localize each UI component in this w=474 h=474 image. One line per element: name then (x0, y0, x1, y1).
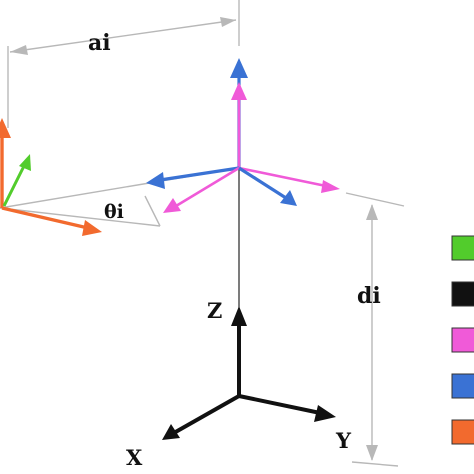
ai-arrowhead-right (220, 17, 236, 27)
top-blue-vertical-arrowhead (230, 58, 248, 78)
legend (451, 235, 474, 445)
legend-swatch-magenta (451, 327, 474, 353)
top-magenta-left-axis (175, 166, 240, 208)
top-magenta-vertical-arrowhead (231, 82, 247, 100)
y-axis-label: Y (335, 428, 352, 453)
di-arrowhead-top (366, 204, 378, 220)
top-magenta-left-arrowhead (163, 198, 181, 213)
z-axis-label: Z (207, 298, 222, 323)
top-frame (146, 58, 340, 213)
top-blue-left-axis (159, 166, 240, 182)
di-label: di (357, 283, 381, 309)
left-green-arrowhead (19, 154, 31, 171)
di-extension-bottom-line (351, 461, 399, 467)
theta-tick-a (144, 195, 161, 227)
top-magenta-right-arrowhead (321, 180, 340, 193)
ai-dimension-line (9, 19, 237, 53)
top-blue-left-arrowhead (146, 172, 165, 189)
base-x-axis (171, 394, 240, 436)
legend-swatch-orange (451, 419, 474, 445)
theta-construction-line (0, 207, 161, 227)
theta-label: θi (104, 201, 124, 223)
di-extension-top (345, 192, 405, 207)
base-y-arrowhead (314, 405, 336, 422)
left-frame (0, 118, 102, 236)
base-z-arrowhead (231, 306, 247, 326)
left-green-axis (2, 165, 26, 207)
ai-label: ai (88, 30, 111, 56)
legend-swatch-blue (451, 373, 474, 399)
construction-lines (0, 0, 405, 467)
base-frame (162, 306, 336, 440)
di-arrowhead-bottom (366, 445, 378, 461)
legend-swatch-green (451, 235, 474, 261)
left-orange-horizontal-axis (1, 206, 89, 230)
left-orange-vertical-arrowhead (0, 118, 11, 138)
left-orange-horizontal-arrowhead (82, 220, 102, 236)
top-blue-right-axis (238, 166, 287, 200)
base-x-arrowhead (162, 424, 180, 440)
top-magenta-right-axis (238, 166, 327, 188)
top-blue-right-arrowhead (280, 190, 297, 206)
ai-arrowhead-left (10, 45, 28, 55)
base-y-axis (238, 394, 326, 416)
legend-swatch-black (451, 281, 474, 307)
x-axis-label: X (126, 445, 143, 470)
